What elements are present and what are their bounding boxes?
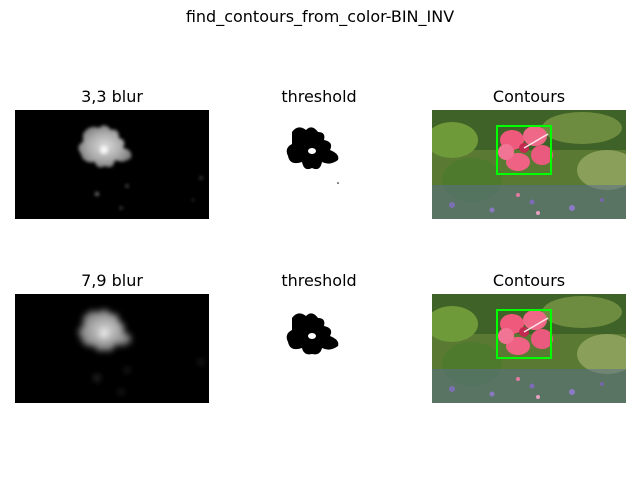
panel-title-threshold-1: threshold	[281, 87, 357, 106]
blur-image-7-9	[15, 294, 209, 403]
contours-image-1	[432, 110, 626, 219]
panel-title-blur-7-9: 7,9 blur	[81, 271, 143, 290]
threshold-image-2	[222, 294, 416, 403]
panel-title-threshold-2: threshold	[281, 271, 357, 290]
threshold-image-1	[222, 110, 416, 219]
panel-title-contours-2: Contours	[492, 271, 566, 290]
panel-title-contours-1: Contours	[492, 87, 566, 106]
contours-image-2	[432, 294, 626, 403]
figure-title: find_contours_from_color-BIN_INV	[185, 7, 455, 26]
blur-image-3-3	[15, 110, 209, 219]
panel-title-blur-3-3: 3,3 blur	[81, 87, 143, 106]
